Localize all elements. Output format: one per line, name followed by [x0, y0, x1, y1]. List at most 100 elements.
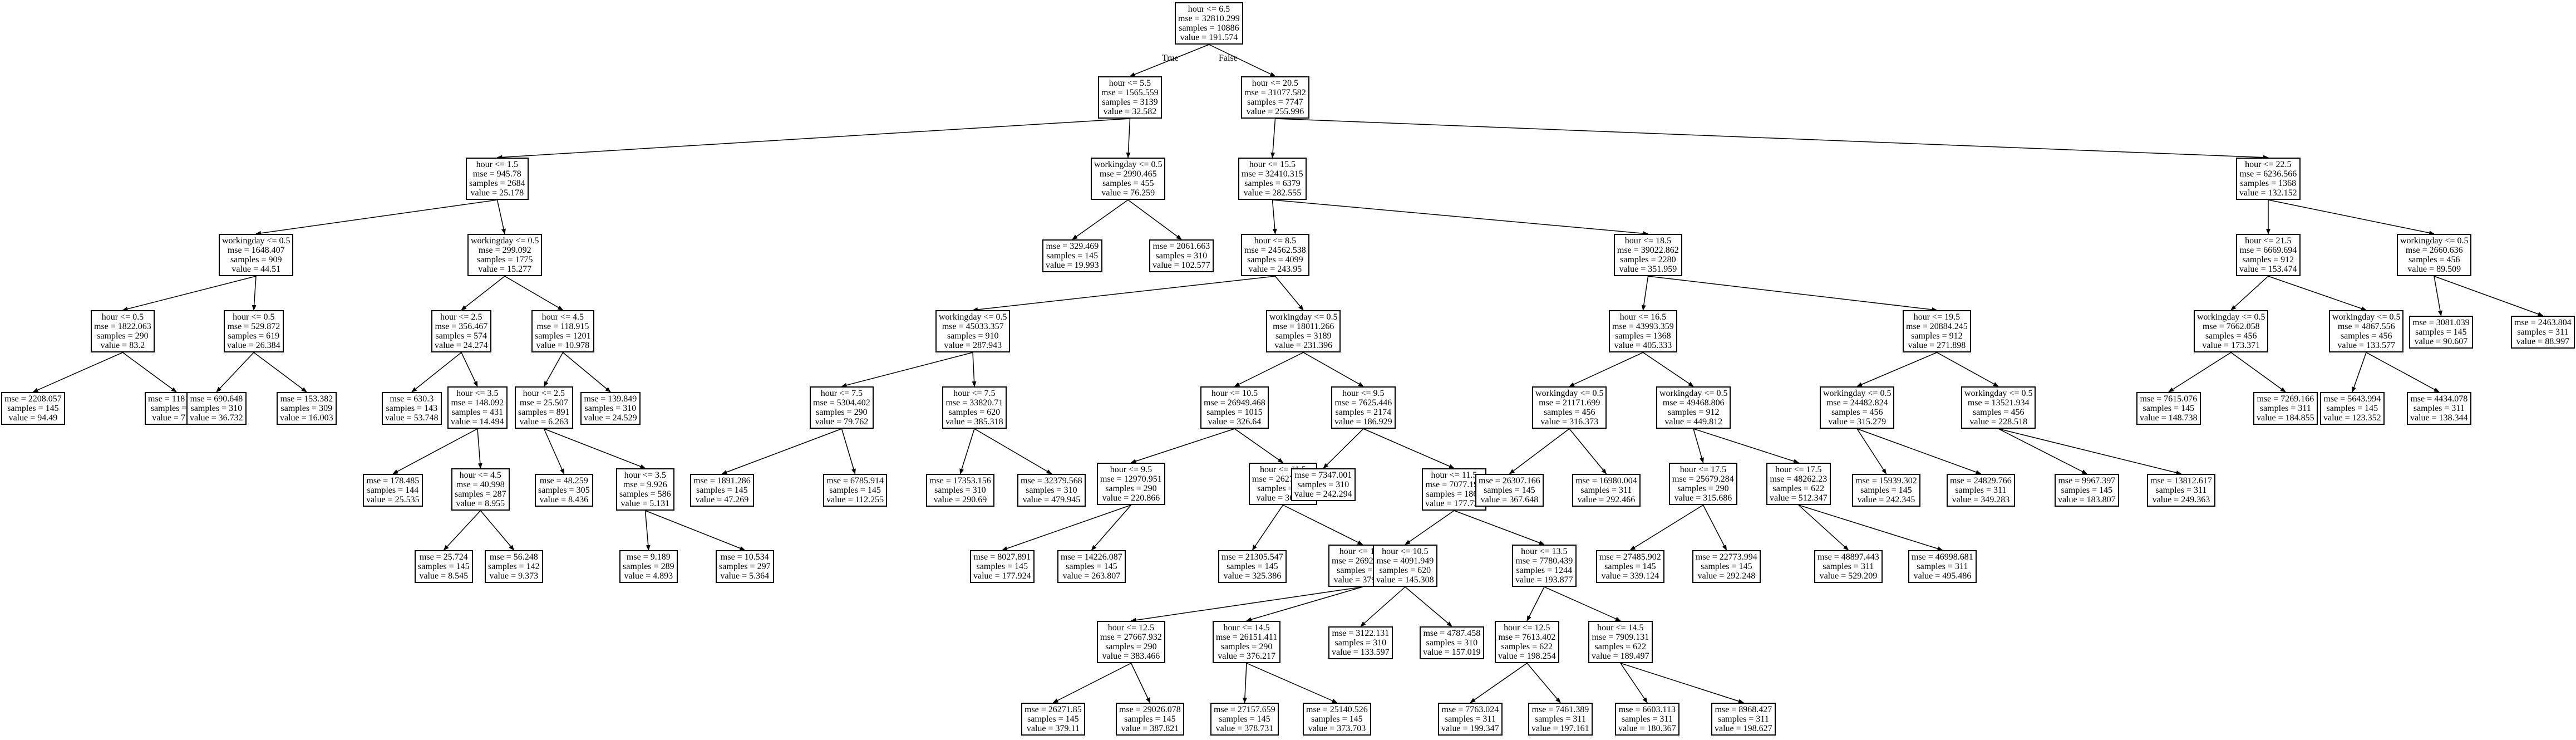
- node-line: mse = 26271.85: [1025, 705, 1082, 714]
- node-line: mse = 7909.131: [1592, 633, 1649, 642]
- node-line: samples = 145: [1484, 486, 1535, 495]
- tree-edge: [461, 276, 505, 311]
- node-line: samples = 145: [2061, 486, 2113, 495]
- node-line: hour <= 1.5: [476, 160, 518, 169]
- node-line: value = 177.924: [973, 571, 1031, 581]
- node-line: mse = 7269.166: [2257, 394, 2314, 404]
- node-line: value = 8.955: [456, 499, 505, 508]
- tree-edge: [841, 352, 973, 388]
- node-line: samples = 311: [2517, 327, 2569, 337]
- node-line: mse = 14226.087: [1061, 552, 1122, 562]
- node-line: workingday <= 0.5: [1964, 389, 2033, 398]
- node-line: samples = 2280: [1620, 255, 1676, 264]
- node-line: samples = 912: [1911, 331, 1963, 341]
- node-line: mse = 29026.078: [1119, 705, 1181, 714]
- node-line: value = 32.582: [1103, 107, 1157, 116]
- node-line: mse = 32410.315: [1242, 169, 1303, 179]
- tree-edge: [1544, 586, 1621, 621]
- tree-edge: [443, 510, 481, 551]
- tree-edge: [1303, 352, 1364, 387]
- node-line: value = 79.762: [815, 417, 869, 427]
- node-line: value = 132.152: [2239, 188, 2297, 198]
- node-line: hour <= 7.5: [953, 389, 996, 398]
- node-line: samples = 310: [1155, 251, 1208, 261]
- node-line: mse = 2660.636: [2405, 246, 2463, 255]
- node-line: samples = 311: [2259, 404, 2311, 413]
- node-line: hour <= 3.5: [624, 471, 666, 480]
- tree-edge: [411, 352, 462, 393]
- tree-edge: [959, 428, 975, 474]
- node-line: samples = 305: [538, 486, 590, 495]
- node-line: hour <= 14.5: [1223, 623, 1270, 633]
- node-line: value = 271.898: [1908, 341, 1966, 350]
- node-line: hour <= 7.5: [820, 389, 863, 398]
- node-line: samples = 619: [228, 331, 280, 341]
- node-line: mse = 31077.582: [1244, 88, 1306, 97]
- tree-edge: [841, 428, 856, 474]
- node-line: samples = 2684: [469, 179, 525, 188]
- node-line: mse = 27667.932: [1100, 633, 1162, 642]
- node-line: hour <= 6.5: [1188, 4, 1230, 14]
- node-line: mse = 1891.286: [693, 476, 751, 486]
- node-line: samples = 145: [2326, 404, 2378, 413]
- tree-edge: [563, 352, 611, 393]
- node-line: hour <= 5.5: [1109, 79, 1151, 88]
- node-line: hour <= 9.5: [1110, 465, 1152, 474]
- node-line: samples = 145: [1124, 714, 1176, 724]
- node-line: value = 199.347: [1441, 724, 1499, 733]
- tree-edge: [1526, 586, 1545, 621]
- tree-edge: [216, 352, 254, 393]
- node-line: mse = 7347.001: [1294, 471, 1352, 480]
- node-line: mse = 690.648: [190, 394, 243, 404]
- node-line: value = 76.259: [1101, 188, 1155, 198]
- node-line: value = 242.345: [1857, 495, 1915, 504]
- node-line: hour <= 17.5: [1775, 465, 1822, 474]
- node-line: mse = 4091.949: [1376, 556, 1434, 566]
- node-line: mse = 118.915: [536, 322, 589, 331]
- node-line: mse = 18011.266: [1273, 322, 1334, 331]
- tree-edge: [122, 352, 177, 393]
- node-line: mse = 13812.617: [2150, 476, 2212, 486]
- node-line: value = 15.277: [478, 264, 532, 274]
- tree-edge: [1129, 44, 1209, 77]
- tree-edge: [255, 199, 498, 236]
- node-line: mse = 48262.23: [1770, 474, 1828, 484]
- node-line: samples = 290: [1105, 484, 1157, 493]
- tree-edge: [543, 428, 565, 474]
- node-line: value = 5.364: [720, 571, 770, 581]
- node-line: mse = 6669.694: [2239, 246, 2297, 255]
- tree-edge: [2434, 276, 2442, 316]
- tree-edge: [1283, 504, 1363, 545]
- node-line: samples = 310: [190, 404, 243, 413]
- node-line: samples = 7747: [1247, 97, 1303, 107]
- node-line: value = 495.486: [1913, 571, 1972, 581]
- node-line: samples = 311: [1621, 714, 1673, 724]
- tree-edge: [1246, 586, 1363, 622]
- node-line: value = 4.893: [624, 571, 673, 581]
- node-line: value = 173.371: [2202, 341, 2260, 350]
- node-line: value = 90.607: [2414, 337, 2468, 346]
- node-line: mse = 24829.766: [1950, 476, 2012, 486]
- node-line: samples = 145: [418, 562, 470, 571]
- tree-edge: [1272, 199, 1649, 236]
- tree-edge: [1270, 118, 1276, 158]
- node-line: mse = 529.872: [227, 322, 280, 331]
- node-line: hour <= 10.5: [1211, 389, 1258, 398]
